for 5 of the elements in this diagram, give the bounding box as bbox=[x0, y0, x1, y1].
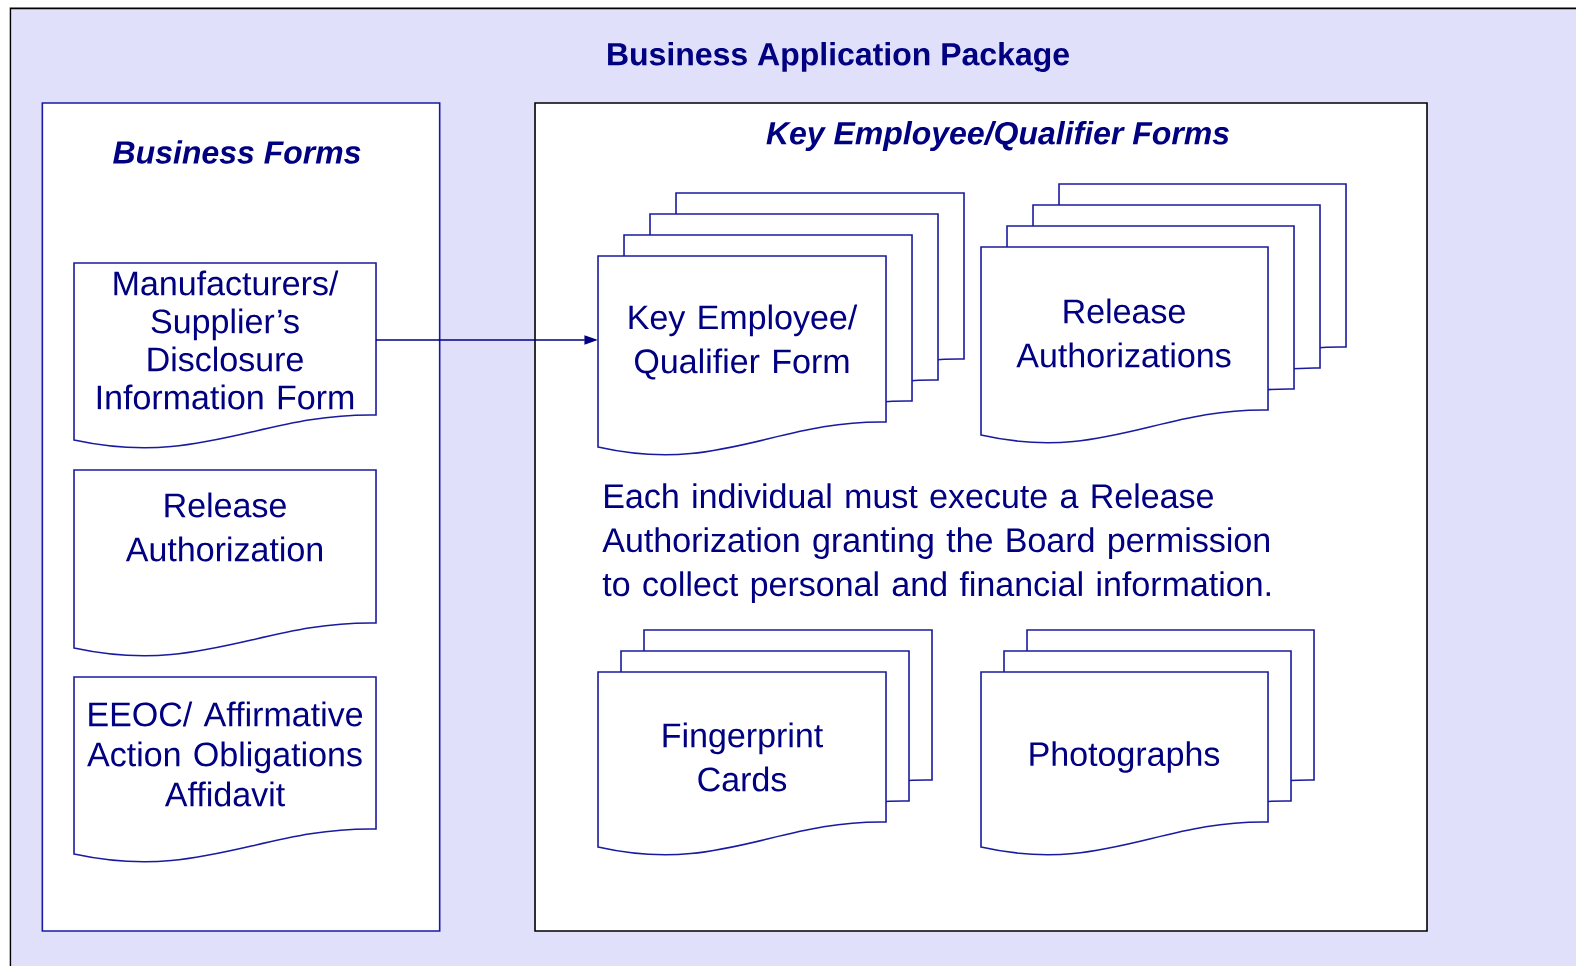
document-stack: Fingerprint Cards bbox=[597, 629, 933, 856]
document-stack: Release Authorizations bbox=[980, 183, 1347, 444]
document-stack: Key Employee/ Qualifier Form bbox=[597, 192, 965, 456]
document-stack: Photographs bbox=[980, 629, 1315, 856]
note-text: Each individual must execute a Release Authorization granting the Board permission to collect personal and financial information. bbox=[602, 483, 1270, 603]
